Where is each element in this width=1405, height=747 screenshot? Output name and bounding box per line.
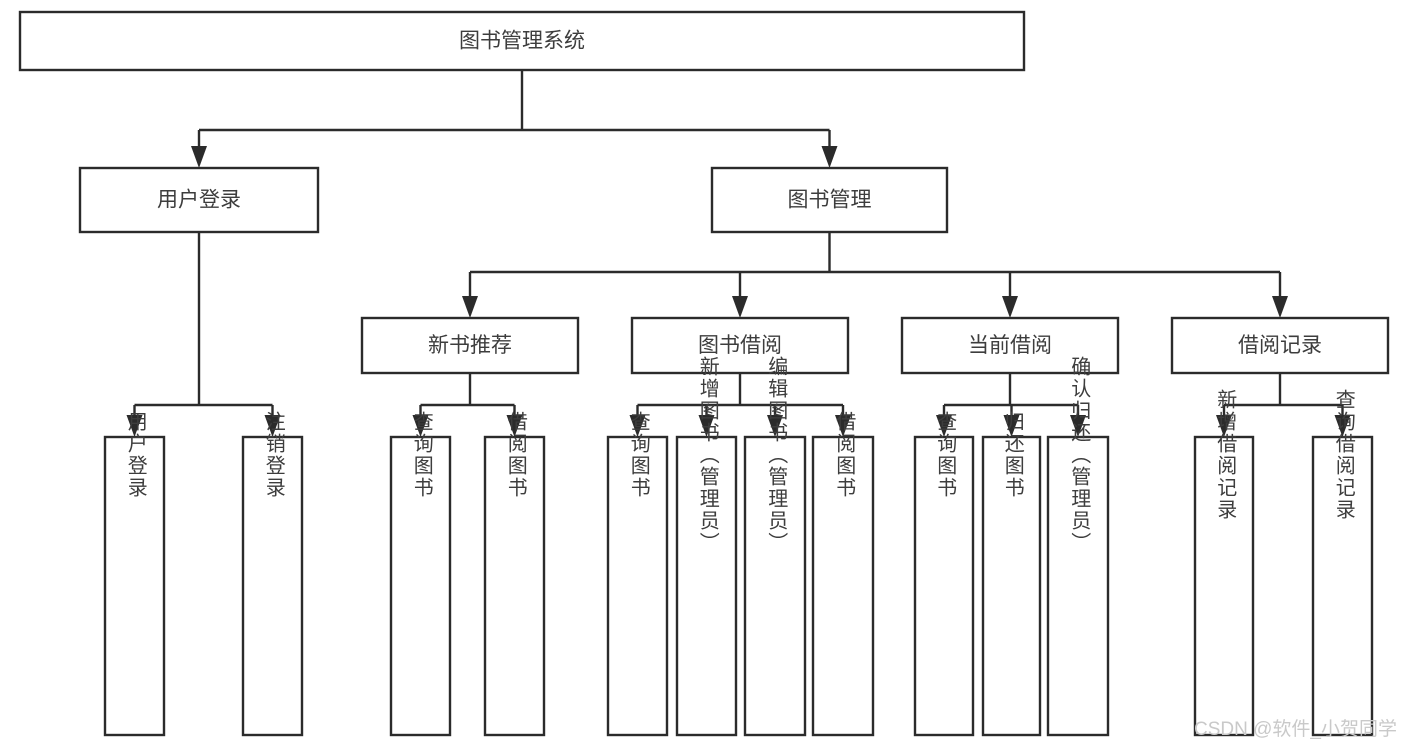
node-leaf-user-login[interactable]: 用户登录 <box>103 411 166 737</box>
node-box-leaf-query-record <box>1311 435 1374 737</box>
node-label-leaf-user-login: 用户登录 <box>124 411 147 499</box>
arrow-head-leaf-return-book <box>1003 415 1020 437</box>
arrow-head-leaf-query-book-3 <box>936 415 952 437</box>
arrow-head-leaf-confirm-return <box>1070 415 1086 437</box>
node-box-user-login <box>78 166 320 234</box>
node-label-current-borrow: 当前借阅 <box>968 334 1052 357</box>
node-box-leaf-add-book <box>675 435 738 737</box>
node-label-borrow-record: 借阅记录 <box>1238 334 1322 357</box>
node-borrow-record[interactable]: 借阅记录 <box>1170 316 1390 375</box>
node-label-leaf-borrow-book-1: 借阅图书 <box>504 411 527 499</box>
node-label-leaf-add-book: 新增图书（管理员） <box>696 356 719 554</box>
node-leaf-confirm-return[interactable]: 确认归还（管理员） <box>1046 356 1110 737</box>
node-label-leaf-borrow-book-2: 借阅图书 <box>833 411 856 499</box>
node-leaf-edit-book[interactable]: 编辑图书（管理员） <box>743 356 807 737</box>
node-box-leaf-query-book-3 <box>913 435 975 737</box>
arrow-head-leaf-user-login <box>126 415 143 437</box>
node-layer: 图书管理系统用户登录图书管理新书推荐图书借阅当前借阅借阅记录用户登录注销登录查询… <box>18 10 1390 737</box>
arrow-head-user-login <box>191 146 207 168</box>
node-box-leaf-edit-book <box>743 435 807 737</box>
node-box-leaf-borrow-book-1 <box>483 435 546 737</box>
node-leaf-add-record[interactable]: 新增借阅记录 <box>1193 389 1255 737</box>
node-box-leaf-add-record <box>1193 435 1255 737</box>
watermark-text: CSDN @软件_小贺同学 <box>1194 719 1397 740</box>
node-leaf-return-book[interactable]: 归还图书 <box>981 411 1042 737</box>
node-root[interactable]: 图书管理系统 <box>18 10 1026 72</box>
node-leaf-query-book-1[interactable]: 查询图书 <box>389 411 452 737</box>
node-label-leaf-edit-book: 编辑图书（管理员） <box>765 356 788 554</box>
connector-layer <box>126 70 1351 437</box>
node-label-leaf-user-logout: 注销登录 <box>262 411 285 499</box>
node-leaf-borrow-book-1[interactable]: 借阅图书 <box>483 411 546 737</box>
arrow-head-leaf-add-book <box>698 415 715 437</box>
node-box-root <box>18 10 1026 72</box>
node-leaf-user-logout[interactable]: 注销登录 <box>241 411 304 737</box>
arrow-head-leaf-query-book-2 <box>629 415 646 437</box>
arrow-head-leaf-user-logout <box>264 415 281 437</box>
arrow-head-leaf-borrow-book-1 <box>506 415 523 437</box>
node-label-root: 图书管理系统 <box>459 30 585 53</box>
node-label-leaf-add-record: 新增借阅记录 <box>1214 389 1237 521</box>
node-label-leaf-return-book: 归还图书 <box>1001 411 1024 499</box>
node-box-leaf-user-logout <box>241 435 304 737</box>
arrow-head-borrow-record <box>1272 296 1288 318</box>
node-user-login[interactable]: 用户登录 <box>78 166 320 234</box>
node-label-leaf-query-book-3: 查询图书 <box>934 411 957 499</box>
arrow-head-current-borrow <box>1002 296 1018 318</box>
node-book-borrow[interactable]: 图书借阅 <box>630 316 850 375</box>
arrow-head-new-book-rec <box>462 296 478 318</box>
node-box-borrow-record <box>1170 316 1390 375</box>
node-box-book-borrow <box>630 316 850 375</box>
node-label-book-borrow: 图书借阅 <box>698 334 782 357</box>
arrow-head-leaf-borrow-book-2 <box>835 415 851 437</box>
node-box-current-borrow <box>900 316 1120 375</box>
node-box-leaf-query-book-1 <box>389 435 452 737</box>
node-label-leaf-query-book-1: 查询图书 <box>410 411 433 499</box>
node-leaf-borrow-book-2[interactable]: 借阅图书 <box>811 411 875 737</box>
node-new-book-rec[interactable]: 新书推荐 <box>360 316 580 375</box>
node-box-new-book-rec <box>360 316 580 375</box>
node-box-leaf-borrow-book-2 <box>811 435 875 737</box>
node-label-leaf-query-book-2: 查询图书 <box>627 411 650 499</box>
node-leaf-query-record[interactable]: 查询借阅记录 <box>1311 389 1374 737</box>
arrow-head-leaf-query-book-1 <box>412 415 429 437</box>
node-box-leaf-user-login <box>103 435 166 737</box>
arrow-head-leaf-edit-book <box>767 415 783 437</box>
node-box-leaf-confirm-return <box>1046 435 1110 737</box>
node-label-book-manage: 图书管理 <box>788 189 872 212</box>
node-leaf-add-book[interactable]: 新增图书（管理员） <box>675 356 738 737</box>
node-label-new-book-rec: 新书推荐 <box>428 334 512 357</box>
node-current-borrow[interactable]: 当前借阅 <box>900 316 1120 375</box>
node-leaf-query-book-3[interactable]: 查询图书 <box>913 411 975 737</box>
node-label-leaf-query-record: 查询借阅记录 <box>1332 389 1355 521</box>
node-box-leaf-query-book-2 <box>606 435 669 737</box>
node-book-manage[interactable]: 图书管理 <box>710 166 949 234</box>
node-leaf-query-book-2[interactable]: 查询图书 <box>606 411 669 737</box>
node-box-book-manage <box>710 166 949 234</box>
node-label-leaf-confirm-return: 确认归还（管理员） <box>1068 356 1091 554</box>
arrow-head-book-borrow <box>732 296 748 318</box>
arrow-head-leaf-add-record <box>1216 415 1232 437</box>
arrow-head-book-manage <box>821 146 838 168</box>
arrow-head-leaf-query-record <box>1334 415 1351 437</box>
node-label-user-login: 用户登录 <box>157 189 241 212</box>
node-box-leaf-return-book <box>981 435 1042 737</box>
